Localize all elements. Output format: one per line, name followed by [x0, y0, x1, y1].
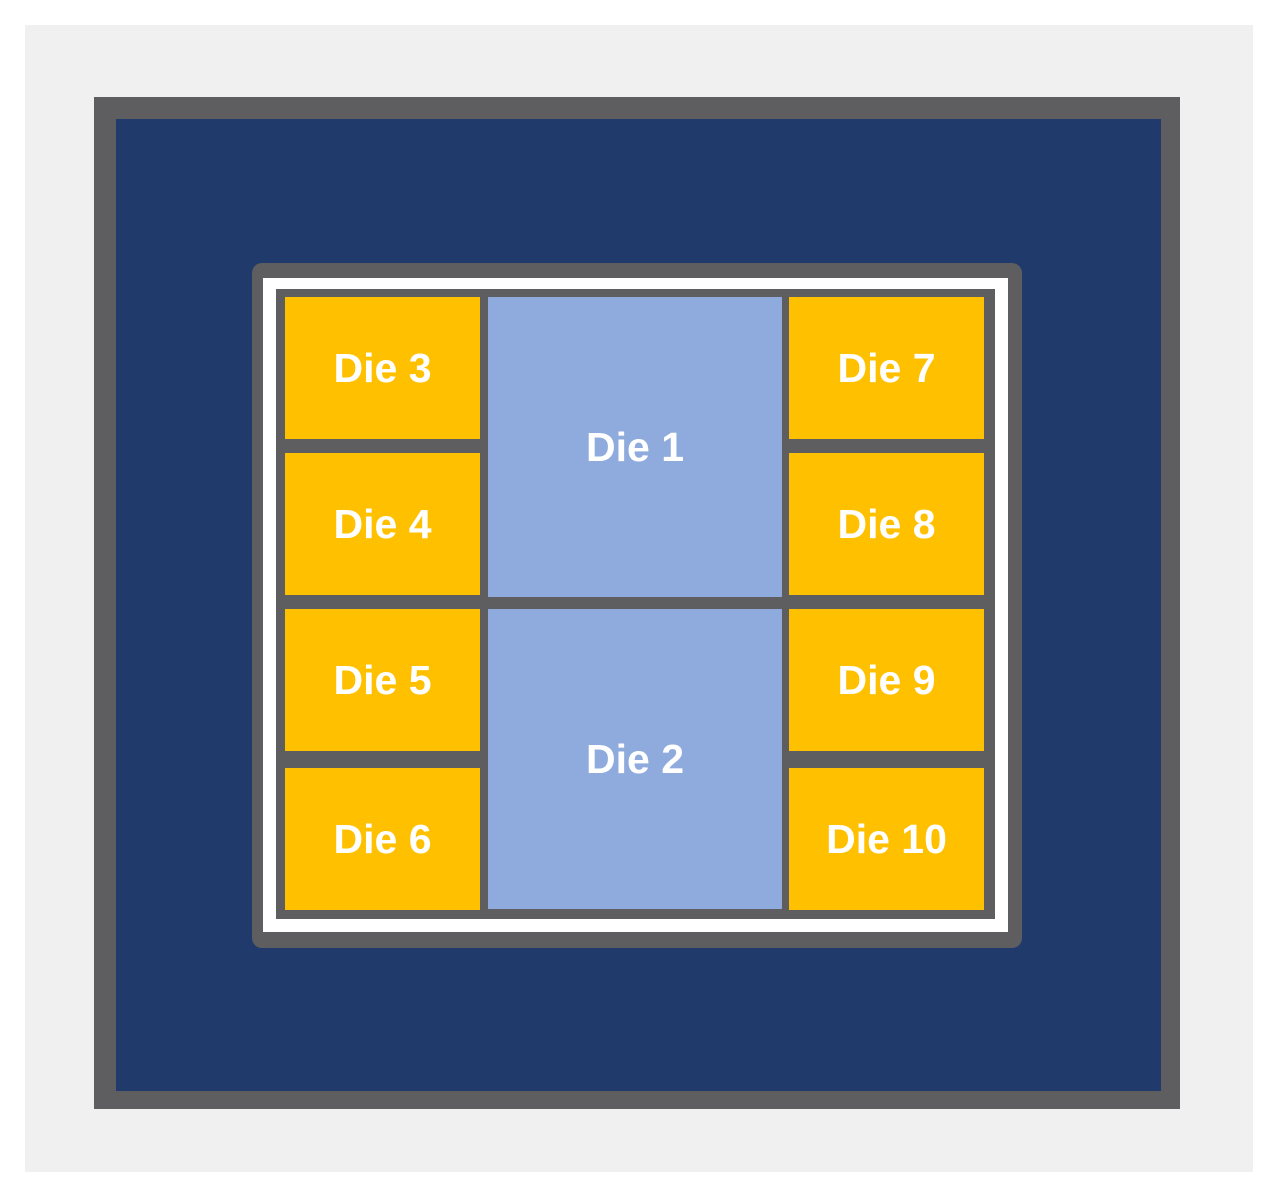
- die-8: Die 8: [789, 453, 984, 595]
- die-1: Die 1: [488, 297, 782, 597]
- die-2-label: Die 2: [586, 735, 684, 782]
- die-5-label: Die 5: [333, 656, 432, 703]
- die-9: Die 9: [789, 609, 984, 751]
- die-3-label: Die 3: [333, 344, 432, 391]
- die-3: Die 3: [285, 297, 480, 439]
- die-10: Die 10: [789, 768, 984, 910]
- die-7-label: Die 7: [837, 344, 936, 391]
- die-2: Die 2: [488, 609, 782, 909]
- die-7: Die 7: [789, 297, 984, 439]
- die-10-label: Die 10: [826, 815, 947, 862]
- die-4: Die 4: [285, 453, 480, 595]
- die-4-label: Die 4: [333, 500, 432, 547]
- die-9-label: Die 9: [837, 656, 936, 703]
- die-8-label: Die 8: [837, 500, 936, 547]
- die-6: Die 6: [285, 768, 480, 910]
- die-5: Die 5: [285, 609, 480, 751]
- die-1-label: Die 1: [586, 423, 684, 470]
- die-6-label: Die 6: [333, 815, 432, 862]
